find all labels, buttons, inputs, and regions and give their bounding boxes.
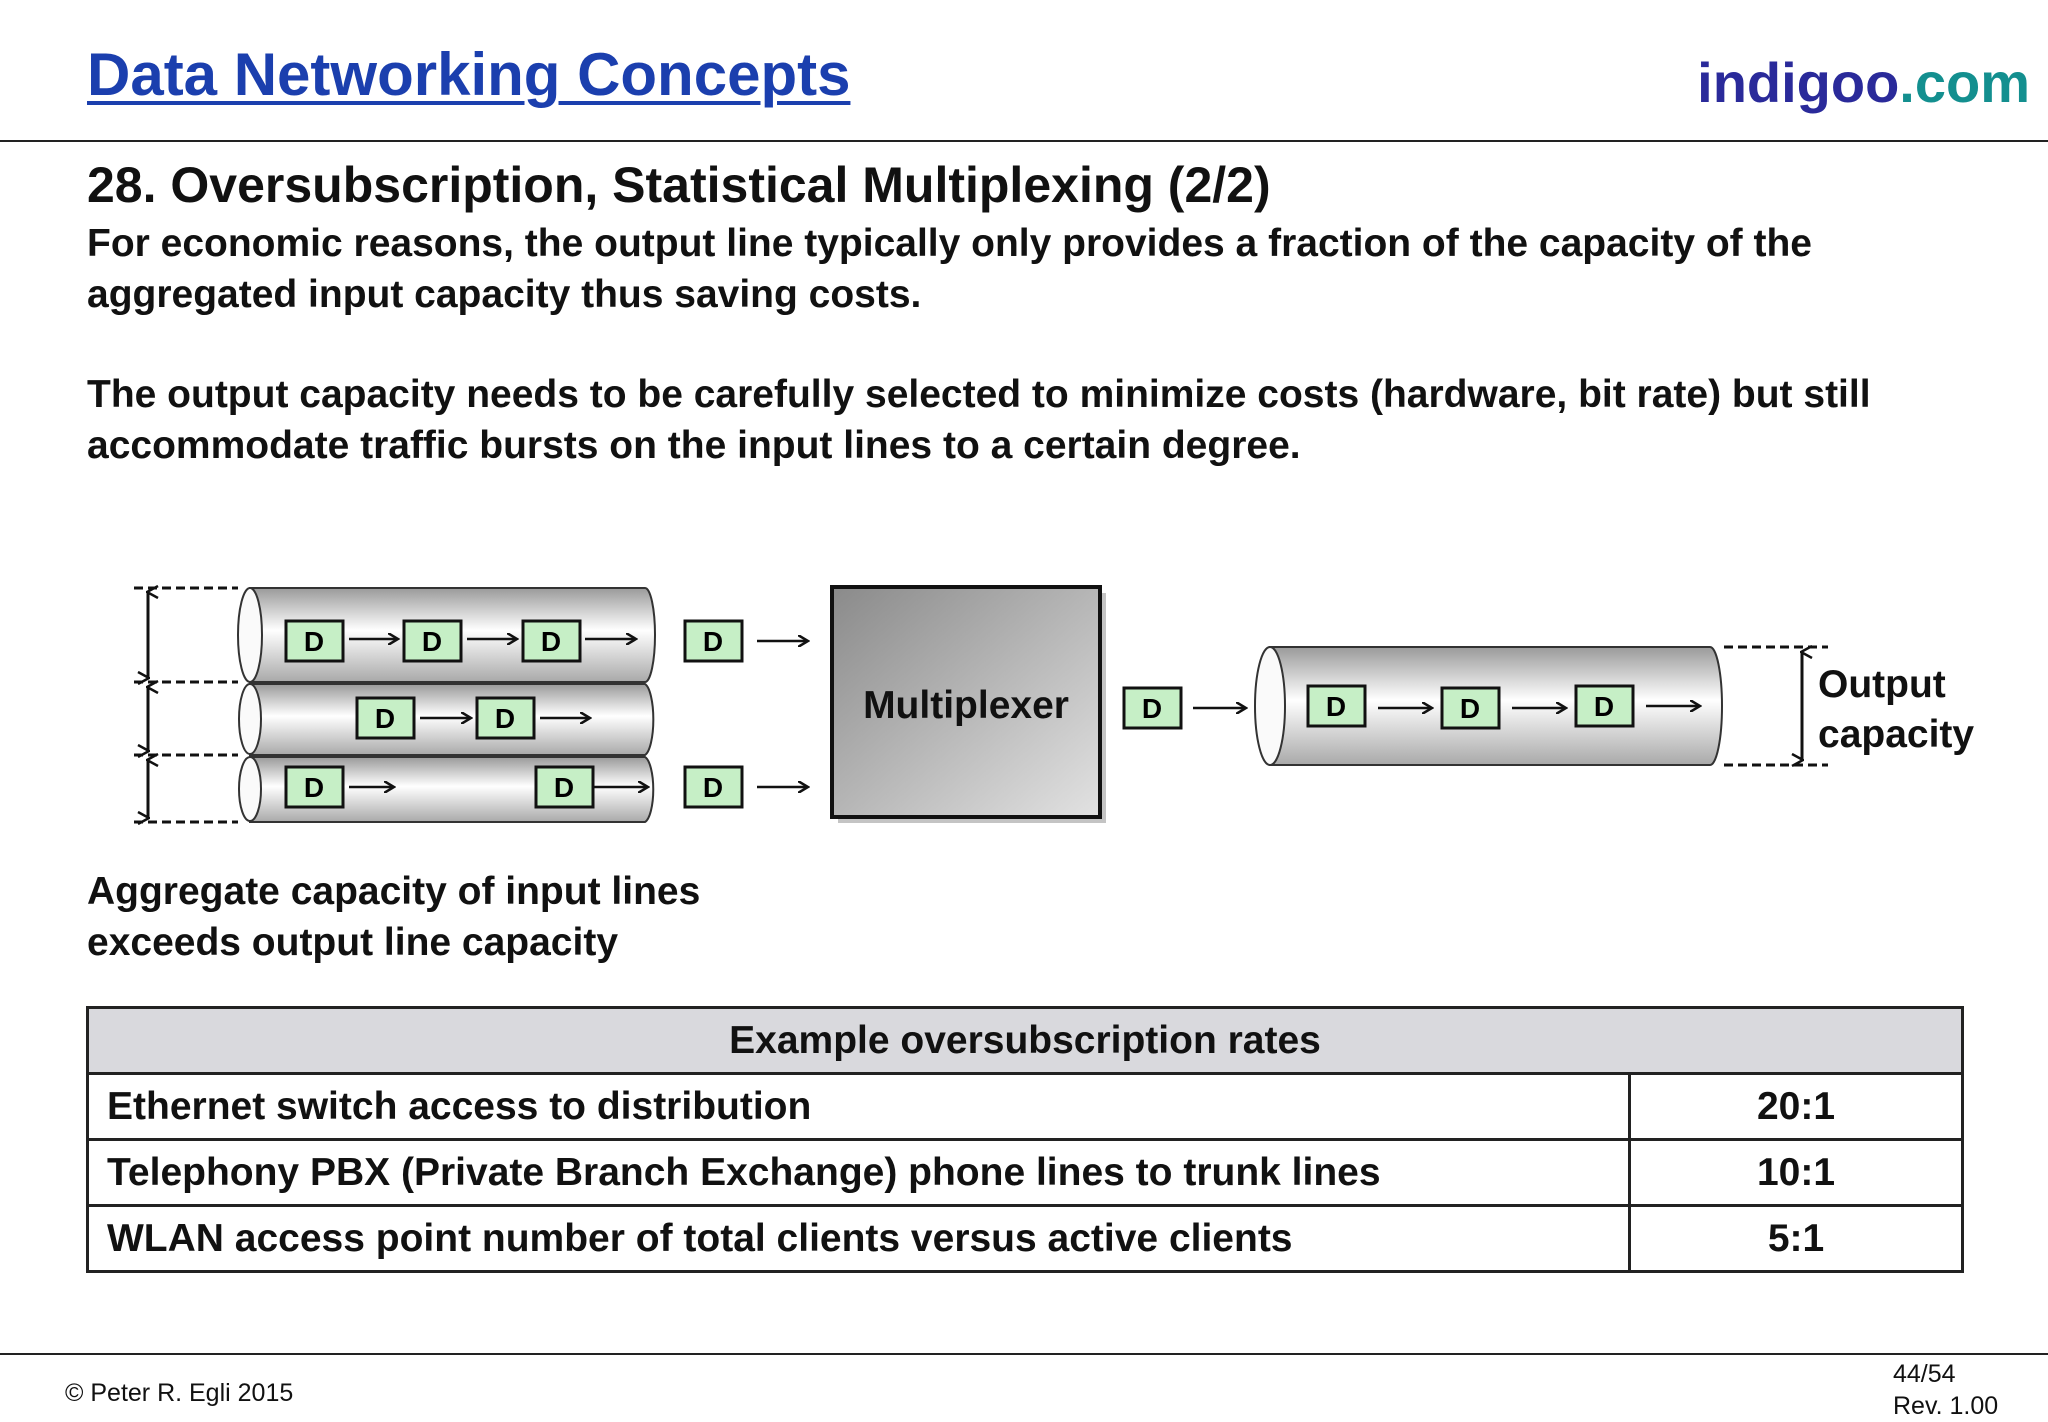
packet-label: D [422,626,442,657]
packet-label: D [304,626,324,657]
diagram-caption-line-2: exceeds output line capacity [87,921,619,964]
packet-label: D [1594,691,1614,722]
packet-box: D [521,619,582,663]
paragraph-1-line-2: aggregated input capacity thus saving co… [87,273,922,316]
brand-main: indigoo [1697,51,1900,114]
multiplexer-label: Multiplexer [863,684,1069,727]
row-value: 5:1 [1628,1204,1964,1273]
row-value: 10:1 [1628,1138,1964,1207]
table-header-row: Example oversubscription rates [86,1006,1964,1075]
packet-box: D [355,696,416,740]
multiplexer-box: Multiplexer [830,585,1106,823]
page-number: 44/54 [1893,1360,1956,1388]
packet-label: D [304,772,324,803]
packet-label: D [541,626,561,657]
packet-label: D [554,772,574,803]
brand-logo: indigoo.com [1697,50,2030,115]
row-label: Ethernet switch access to distribution [86,1072,1631,1141]
packet-box: D [1306,684,1367,728]
footer-copyright: © Peter R. Egli 2015 [65,1379,294,1407]
packet-label: D [1460,693,1480,724]
packet-label: D [375,703,395,734]
packet-label: D [495,703,515,734]
diagram-caption-line-1: Aggregate capacity of input lines [87,870,701,913]
dimension-arrows [148,592,1802,818]
packet-label: D [1326,691,1346,722]
header-divider [0,140,2048,142]
packet-box: D [1122,686,1183,730]
diagram-caption: Aggregate capacity of input lines exceed… [87,866,700,968]
row-label: WLAN access point number of total client… [86,1204,1631,1273]
table-header: Example oversubscription rates [86,1006,1964,1075]
table-row: Ethernet switch access to distribution 2… [86,1072,1964,1141]
row-label: Telephony PBX (Private Branch Exchange) … [86,1138,1631,1207]
packet-label: D [703,772,723,803]
packet-box: D [534,765,595,809]
paragraph-2-line-2: accommodate traffic bursts on the input … [87,424,1301,467]
output-label-line-1: Output [1818,663,1946,706]
paragraph-1: For economic reasons, the output line ty… [87,218,1812,320]
paragraph-1-line-1: For economic reasons, the output line ty… [87,222,1812,265]
oversubscription-table: Example oversubscription rates Ethernet … [86,1006,1964,1273]
data-packets: D D D D D D D D D D D D D [284,619,1635,809]
packet-box: D [683,619,744,663]
packet-label: D [703,626,723,657]
row-value: 20:1 [1628,1072,1964,1141]
table-row: WLAN access point number of total client… [86,1204,1964,1273]
revision: Rev. 1.00 [1893,1392,1999,1420]
packet-label: D [1142,693,1162,724]
packet-box: D [284,765,345,809]
footer-page-info: 44/54 Rev. 1.00 [1893,1358,1998,1422]
packet-box: D [402,619,463,663]
input-pipe-2 [238,683,655,756]
output-label-line-2: capacity [1818,713,1974,756]
header-title: Data Networking Concepts [87,41,851,108]
packet-box: D [284,619,345,663]
footer-divider [0,1353,2048,1355]
flow-arrows [349,639,1700,787]
packet-box: D [683,765,744,809]
slide-title: 28. Oversubscription, Statistical Multip… [87,157,1271,213]
paragraph-2-line-1: The output capacity needs to be carefull… [87,373,1871,416]
packet-box: D [1440,686,1501,730]
table-row: Telephony PBX (Private Branch Exchange) … [86,1138,1964,1207]
packet-box: D [475,696,536,740]
multiplexer-diagram: Multiplexer D D D D D D D D D D D D D Ou… [134,585,1974,840]
brand-tld: .com [1899,51,2030,114]
paragraph-2: The output capacity needs to be carefull… [87,369,1871,471]
packet-box: D [1574,684,1635,728]
